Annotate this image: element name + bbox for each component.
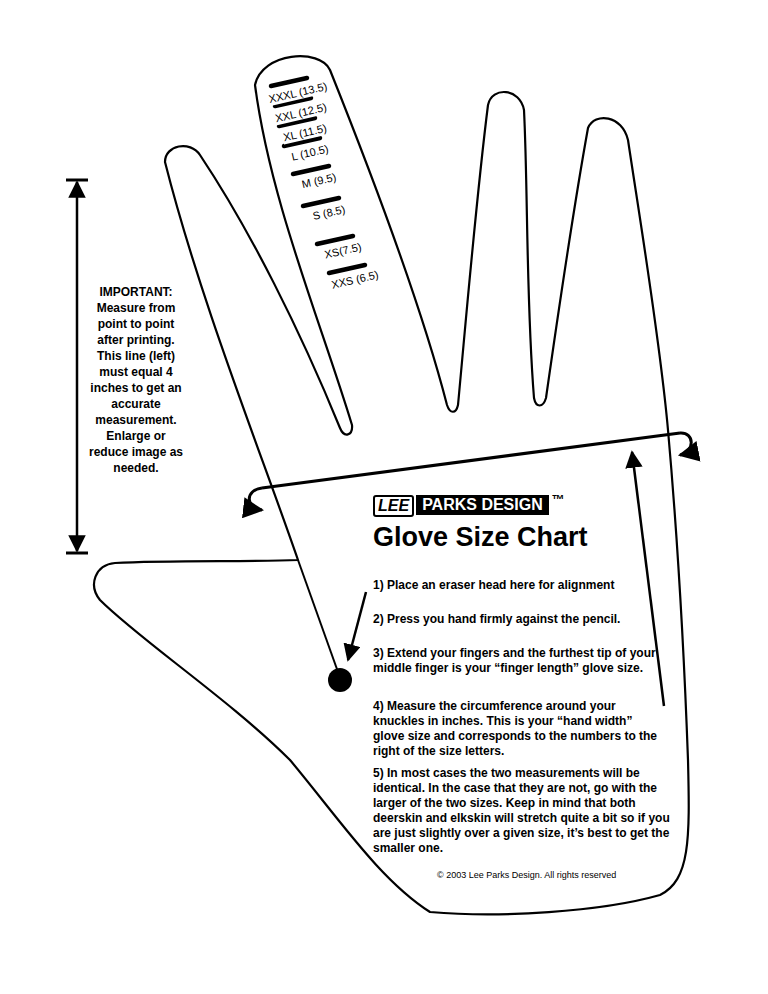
- alignment-line: [298, 560, 338, 672]
- pointer-arrow: [348, 592, 366, 660]
- instruction: 2) Press you hand firmly against the pen…: [373, 612, 658, 627]
- instruction: 5) In most cases the two measurements wi…: [373, 766, 685, 856]
- size-bars: [271, 78, 365, 273]
- instruction: 3) Extend your fingers and the furthest …: [373, 646, 658, 676]
- logo-lee: LEE: [373, 495, 414, 517]
- logo-parks-design: PARKS DESIGN: [416, 495, 549, 515]
- four-inch-line: [66, 180, 88, 553]
- eraser-dot: [328, 668, 352, 692]
- hand-outline: [94, 56, 689, 914]
- trademark: ™: [552, 492, 565, 507]
- size-mark: S (8.5): [310, 203, 347, 224]
- copyright: © 2003 Lee Parks Design. All rights rese…: [437, 870, 616, 880]
- instruction: 1) Place an eraser head here for alignme…: [373, 578, 658, 593]
- important-note: IMPORTANT: Measure from point to point a…: [88, 284, 184, 476]
- chart-title: Glove Size Chart: [373, 522, 588, 553]
- instruction: 4) Measure the circumference around your…: [373, 699, 658, 759]
- size-mark: M (9.5): [300, 171, 339, 192]
